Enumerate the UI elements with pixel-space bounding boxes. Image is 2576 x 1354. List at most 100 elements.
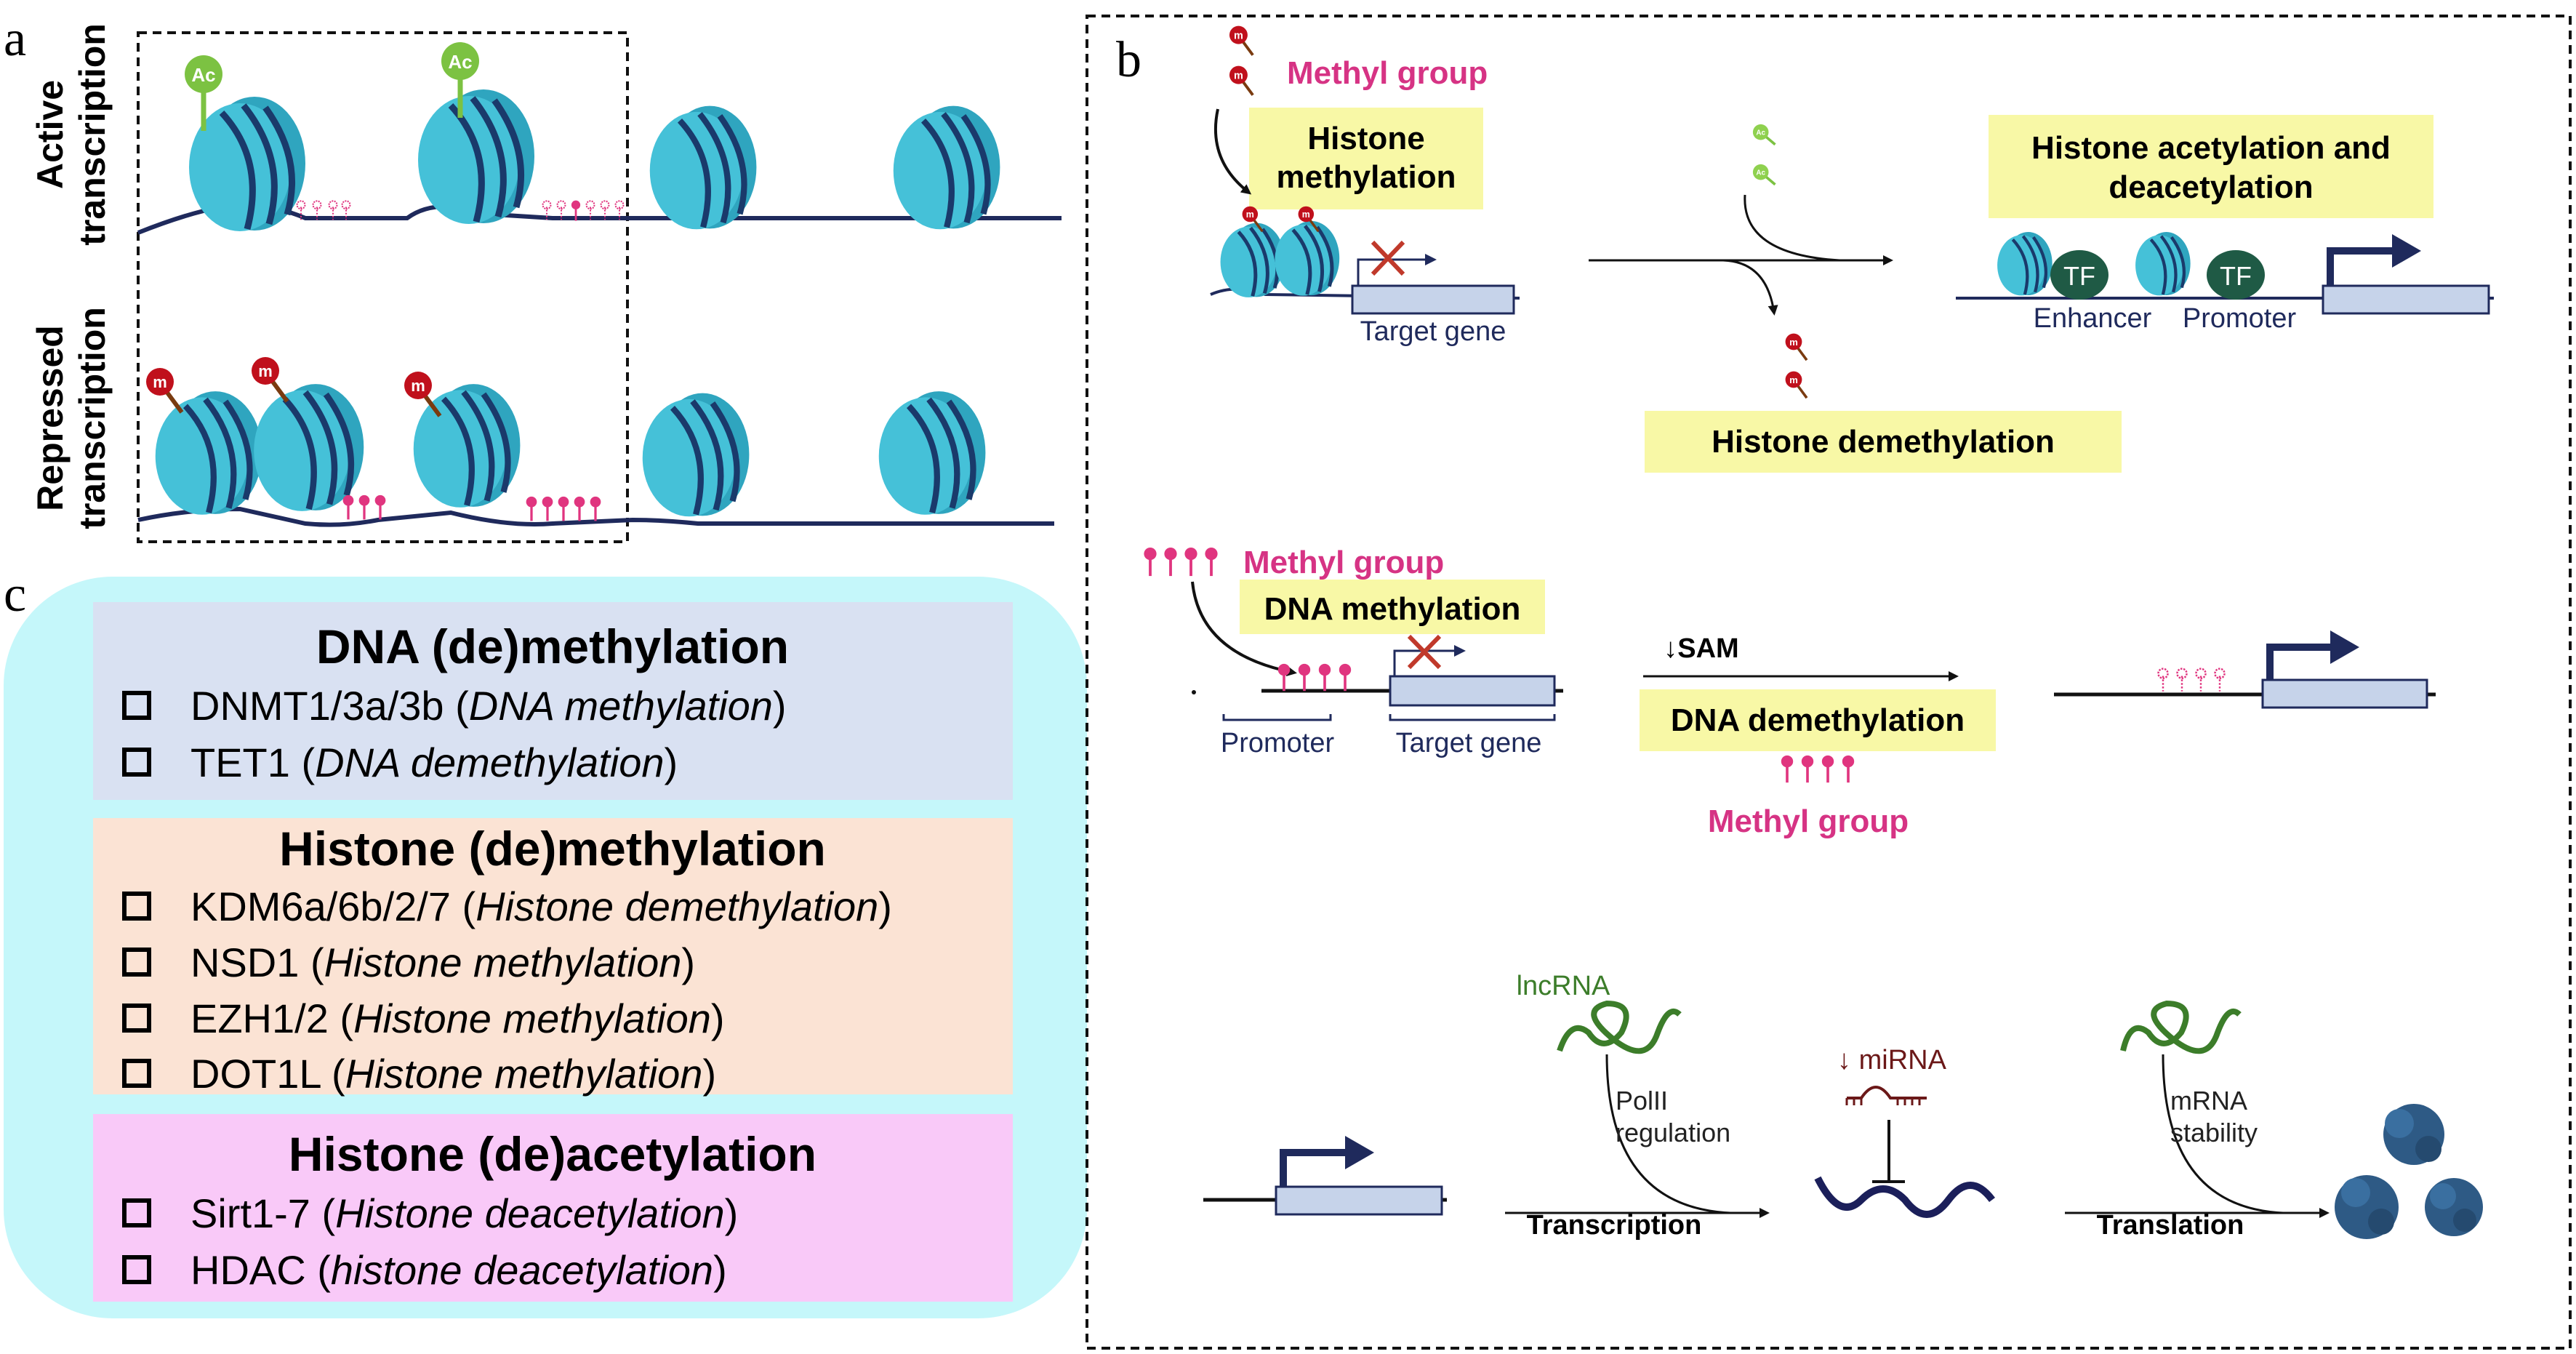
list-item: KDM6a/6b/2/7 (Histone demethylation) xyxy=(190,884,892,929)
list-item: Sirt1-7 (Histone deacetylation) xyxy=(190,1190,738,1236)
svg-text:DNA demethylation: DNA demethylation xyxy=(1671,702,1965,738)
list-item: DNMT1/3a/3b (DNA methylation) xyxy=(190,683,787,729)
histone-demethylation-box xyxy=(1645,411,2122,473)
tss-arrow xyxy=(1393,645,1466,676)
nucleosome xyxy=(189,97,305,231)
group-histone-acetylation xyxy=(93,1114,1013,1302)
arrow xyxy=(1605,1054,1731,1214)
acetyl-tag-icon xyxy=(1752,123,1777,146)
svg-text:Histone: Histone xyxy=(1307,121,1424,156)
list-item: NSD1 (Histone methylation) xyxy=(190,940,695,985)
active-tss-arrow xyxy=(1280,1149,1352,1187)
histone-acetylation-box xyxy=(1989,115,2433,218)
target-gene-box xyxy=(2322,284,2490,315)
lncrna-strand-icon xyxy=(2120,1000,2242,1054)
nucleosome xyxy=(650,106,757,230)
active-transcription-label: Active transcription xyxy=(30,23,113,246)
target-gene-box xyxy=(1351,284,1515,315)
promoter-label: Promoter xyxy=(1221,728,1335,758)
svg-text:DNA methylation: DNA methylation xyxy=(1264,591,1521,627)
panel-b: b Methyl group Histone methylation Targe… xyxy=(1086,15,2572,1350)
arrowhead-icon xyxy=(2392,234,2421,268)
group-title: Histone (de)acetylation xyxy=(289,1127,816,1181)
panel-b-letter: b xyxy=(1116,32,1141,88)
svg-text:TF: TF xyxy=(2063,261,2095,291)
svg-text:Active: Active xyxy=(30,80,71,189)
inhibition-icon xyxy=(1872,1120,1905,1183)
methylated-cpg-group xyxy=(524,495,603,523)
svg-text:methylation: methylation xyxy=(1277,159,1456,195)
blocked-x-icon xyxy=(1407,634,1442,670)
svg-text:Histone demethylation: Histone demethylation xyxy=(1712,424,2055,460)
dna-methylation-box xyxy=(1240,580,1545,634)
promoter-bracket xyxy=(1222,714,1332,721)
target-gene-label: Target gene xyxy=(1396,728,1542,758)
gene-box xyxy=(1275,1185,1443,1216)
nucleosome xyxy=(894,106,1000,230)
group-dna-methylation xyxy=(93,602,1013,800)
mrna-strand-icon xyxy=(1814,1176,1995,1218)
transcription-label: Transcription xyxy=(1527,1210,1702,1241)
mirna-ticks xyxy=(1845,1098,1921,1105)
methyl-group-label: Methyl group xyxy=(1243,545,1444,580)
active-tss-arrow xyxy=(2266,644,2338,680)
svg-text:deacetylation: deacetylation xyxy=(2108,169,2313,205)
nucleosome xyxy=(254,384,364,511)
list-item: HDAC (histone deacetylation) xyxy=(190,1247,727,1293)
nucleosome xyxy=(156,391,262,515)
tss-arrow xyxy=(1357,254,1437,286)
methyl-tag-icon xyxy=(1783,369,1808,400)
methyl-cpg-group xyxy=(1779,753,1856,785)
arrow xyxy=(1214,108,1252,195)
panel-a-highlight-box xyxy=(137,31,629,543)
arrow xyxy=(1191,581,1297,676)
active-dna-strand xyxy=(137,203,1062,235)
panel-a: a Active transcription Repressed transcr… xyxy=(4,11,1062,543)
promoter-label: Promoter xyxy=(2183,303,2297,334)
svg-text:transcription: transcription xyxy=(72,23,113,246)
list-item: DOT1L (Histone methylation) xyxy=(190,1051,716,1097)
histone-methylation-box xyxy=(1249,108,1483,209)
svg-text:Repressed: Repressed xyxy=(30,325,71,511)
list-item: EZH1/2 (Histone methylation) xyxy=(190,996,725,1041)
arrowhead-icon xyxy=(2330,630,2359,664)
nucleosome xyxy=(1275,221,1339,296)
svg-text:Histone acetylation and: Histone acetylation and xyxy=(2031,130,2391,166)
repressed-transcription-label: Repressed transcription xyxy=(30,307,113,529)
methylated-cpg-group xyxy=(1276,662,1353,693)
methyl-tag-icon xyxy=(1227,64,1255,97)
blocked-x-icon xyxy=(1371,240,1405,276)
protein-cluster-icon xyxy=(2335,1104,2483,1239)
panel-c: c DNA (de)methylation DNMT1/3a/3b (DNA m… xyxy=(4,566,1087,1318)
gene-bracket xyxy=(1389,714,1556,721)
dot xyxy=(1192,690,1196,694)
nucleosome xyxy=(879,391,986,515)
active-tss-arrow xyxy=(2327,247,2399,286)
transcription-factor-icon xyxy=(2050,250,2108,300)
methyl-tag-icon xyxy=(146,368,182,412)
sam-label: ↓SAM xyxy=(1664,633,1738,664)
target-gene-box xyxy=(2261,678,2428,709)
group-title: DNA (de)methylation xyxy=(316,620,789,673)
arrow xyxy=(1744,194,1840,262)
group-histone-methylation xyxy=(93,818,1013,1094)
methylated-cpg-group xyxy=(341,494,388,521)
acetyl-tag-icon xyxy=(1752,163,1777,186)
svg-text:transcription: transcription xyxy=(72,307,113,529)
dna-demethylation-box xyxy=(1640,689,1996,751)
nucleosome xyxy=(418,89,534,224)
methyl-tag-icon xyxy=(1783,332,1808,362)
panel-b-border xyxy=(1086,15,2572,1350)
arrow xyxy=(1722,259,1778,316)
methyl-group-label: Methyl group xyxy=(1708,804,1909,839)
methyl-cpg-group xyxy=(1142,545,1219,578)
arrow xyxy=(2162,1054,2284,1214)
panel-a-letter: a xyxy=(4,11,26,67)
lncrna-label: lncRNA xyxy=(1517,971,1610,1001)
list-item: TET1 (DNA demethylation) xyxy=(190,740,678,785)
nucleosome xyxy=(2135,232,2191,295)
transcription-factor-icon xyxy=(2207,250,2265,300)
